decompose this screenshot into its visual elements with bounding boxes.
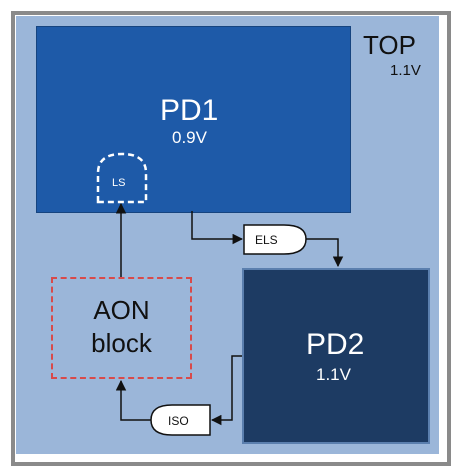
pd1-domain (36, 26, 351, 213)
pd2-domain (242, 268, 430, 444)
aon-block (51, 277, 192, 379)
top-domain-voltage: 1.1V (390, 62, 421, 79)
els-gate-label: ELS (255, 233, 278, 247)
aon-label-line2: block (91, 328, 152, 358)
aon-label-line1: AON (93, 295, 150, 325)
iso-gate-label: ISO (168, 414, 189, 428)
iso-to-aon-wire (115, 379, 151, 421)
pd1-voltage: 0.9V (172, 128, 207, 147)
els-to-pd2-wire (306, 238, 344, 268)
iso-gate-icon (150, 404, 211, 436)
pd1-to-els-wire (191, 211, 244, 245)
top-domain-label: TOP (363, 30, 416, 60)
aon-block-label: AON block (51, 294, 192, 360)
pd2-label: PD2 (306, 328, 365, 361)
ls-gate-icon (96, 152, 148, 204)
pd2-to-iso-wire (210, 355, 242, 426)
pd1-label: PD1 (160, 94, 219, 127)
pd2-voltage: 1.1V (316, 365, 351, 384)
ls-gate-label: LS (112, 177, 126, 189)
